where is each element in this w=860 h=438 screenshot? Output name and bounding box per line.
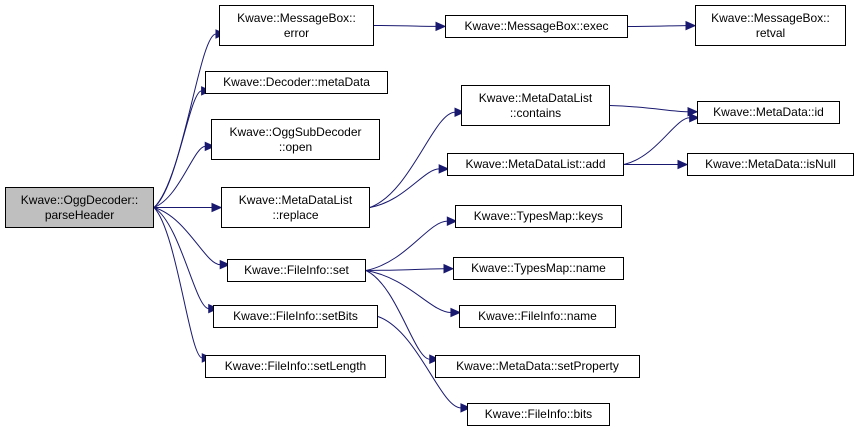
node-mdl-contains[interactable]: Kwave::MetaDataList::contains [461, 85, 610, 126]
node-label-line: Kwave::FileInfo::setBits [233, 309, 358, 323]
edge-arrowhead [446, 216, 458, 226]
node-label-line: Kwave::MetaDataList::add [465, 157, 606, 171]
node-label-line: Kwave::MessageBox:: [711, 10, 830, 25]
node-label-line: Kwave::OggSubDecoder [229, 124, 362, 139]
edge-arrowhead [450, 307, 462, 318]
edge-root-to-mb-error [153, 33, 217, 208]
node-label-line: ::contains [509, 105, 562, 120]
node-label-line: parseHeader [44, 207, 115, 222]
node-label-line: Kwave::TypesMap::keys [473, 209, 604, 223]
node-tm-name[interactable]: Kwave::TypesMap::name [453, 257, 624, 280]
edge-mdl-contains-to-md-id [609, 105, 689, 113]
node-ogg-open[interactable]: Kwave::OggSubDecoder::open [211, 119, 380, 160]
node-mb-exec[interactable]: Kwave::MessageBox::exec [445, 15, 628, 38]
edge-arrowhead [435, 21, 447, 32]
edge-arrowhead [685, 20, 697, 31]
edge-root-to-fi-setbits [153, 207, 209, 310]
node-root: Kwave::OggDecoder::parseHeader [5, 187, 154, 228]
node-label-line: Kwave::FileInfo::setLength [224, 359, 367, 373]
edge-arrowhead [438, 164, 450, 174]
node-label-line: Kwave::FileInfo::set [244, 263, 349, 277]
edge-arrowhead [429, 354, 440, 364]
edge-root-to-fi-set [153, 207, 221, 266]
node-label-line: Kwave::OggDecoder:: [20, 192, 139, 207]
node-md-isnull[interactable]: Kwave::MetaData::isNull [687, 153, 854, 176]
node-md-setprop[interactable]: Kwave::MetaData::setProperty [435, 355, 640, 378]
edge-root-to-ogg-open [153, 145, 206, 208]
edge-arrowhead [454, 107, 466, 117]
node-mb-error[interactable]: Kwave::MessageBox::error [219, 5, 374, 46]
edge-arrowhead [443, 263, 455, 274]
node-tm-keys[interactable]: Kwave::TypesMap::keys [455, 205, 622, 228]
node-label-line: Kwave::FileInfo::name [478, 309, 597, 323]
node-md-id[interactable]: Kwave::MetaData::id [697, 101, 840, 124]
node-label-line: Kwave::MetaDataList [478, 90, 593, 105]
node-fi-bits[interactable]: Kwave::FileInfo::bits [467, 403, 610, 426]
edge-arrowhead [219, 259, 231, 270]
edge-mdl-add-to-md-id [623, 117, 690, 165]
edge-arrowhead [204, 141, 216, 152]
node-fi-set[interactable]: Kwave::FileInfo::set [227, 259, 366, 282]
node-label-line: Kwave::Decoder::metaData [223, 75, 370, 89]
edge-mb-exec-to-mb-retval [627, 25, 687, 27]
node-mdl-add[interactable]: Kwave::MetaDataList::add [447, 153, 624, 176]
node-fi-setlength[interactable]: Kwave::FileInfo::setLength [205, 355, 386, 378]
node-label-line: Kwave::MessageBox:: [237, 10, 356, 25]
edge-arrowhead [211, 202, 223, 213]
node-label-line: error [283, 25, 310, 40]
edge-fi-set-to-md-setprop [365, 270, 430, 360]
node-label-line: Kwave::MetaData::id [713, 105, 824, 119]
node-label-line: ::replace [272, 207, 319, 222]
edge-mb-error-to-mb-exec [373, 25, 437, 27]
node-label-line: Kwave::TypesMap::name [471, 261, 606, 275]
node-fi-setbits[interactable]: Kwave::FileInfo::setBits [213, 305, 378, 328]
node-dec-meta[interactable]: Kwave::Decoder::metaData [205, 71, 388, 94]
edge-fi-set-to-tm-keys [365, 220, 448, 271]
node-label-line: Kwave::FileInfo::bits [484, 407, 593, 421]
edge-arrowhead [677, 159, 689, 170]
edge-arrowhead [689, 112, 700, 123]
node-label-line: Kwave::MetaDataList [238, 192, 353, 207]
node-label-line: Kwave::MetaData::isNull [705, 157, 836, 171]
node-mdl-replace[interactable]: Kwave::MetaDataList::replace [221, 187, 370, 228]
node-label-line: ::open [278, 139, 313, 154]
node-fi-name[interactable]: Kwave::FileInfo::name [459, 305, 616, 328]
node-label-line: Kwave::MetaData::setProperty [456, 359, 619, 373]
edge-fi-setbits-to-fi-bits [377, 316, 462, 409]
node-label-line: retval [755, 25, 786, 40]
edge-arrowhead [460, 403, 472, 413]
edge-fi-set-to-tm-name [365, 268, 445, 271]
edge-mdl-replace-to-mdl-contains [369, 111, 456, 208]
edge-mdl-replace-to-mdl-add [369, 168, 440, 208]
node-mb-retval[interactable]: Kwave::MessageBox::retval [695, 5, 846, 46]
edge-root-to-dec-meta [153, 90, 202, 208]
edge-root-to-fi-setlength [153, 207, 203, 359]
edge-fi-set-to-fi-name [365, 270, 451, 314]
node-label-line: Kwave::MessageBox::exec [464, 19, 609, 33]
